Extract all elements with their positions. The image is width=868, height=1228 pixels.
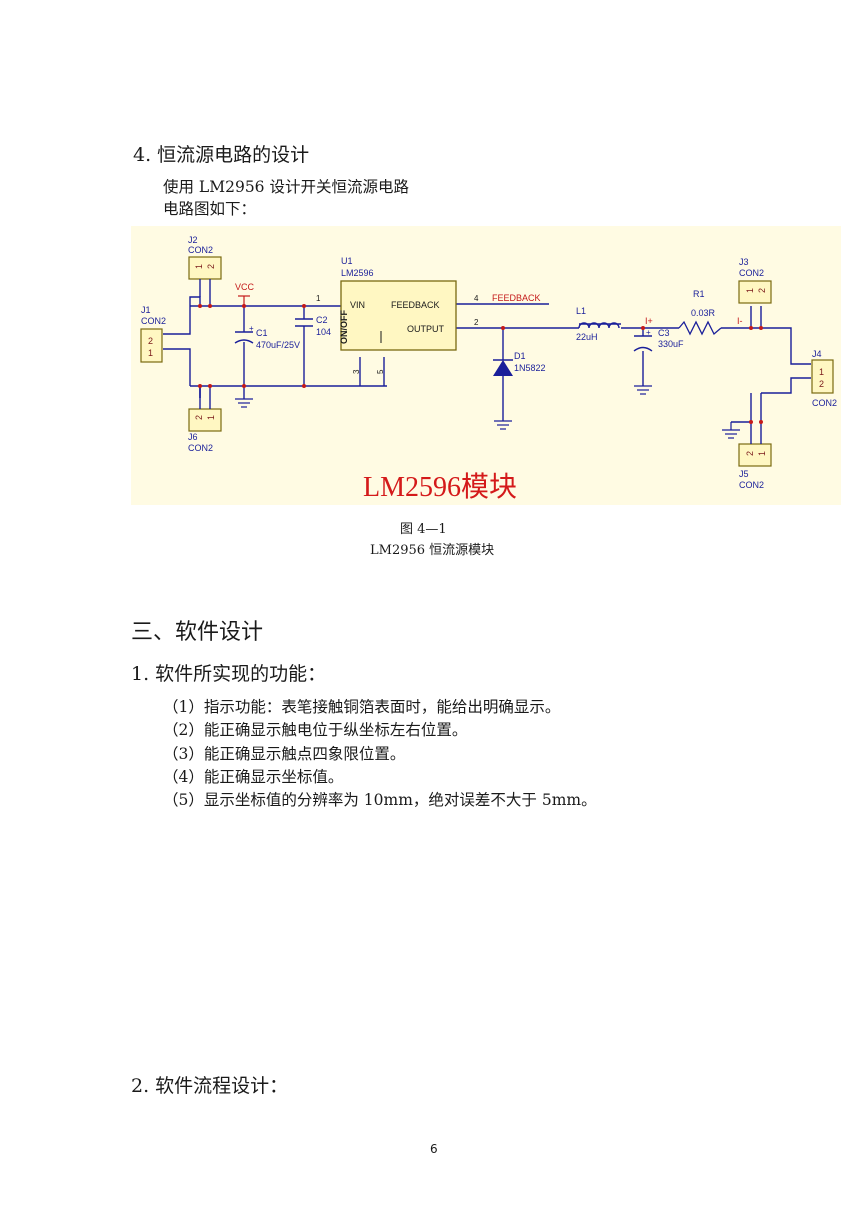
u1-onoff: ON/OFF — [339, 310, 349, 344]
u1-vin: VIN — [350, 300, 365, 310]
c3-ref: C3 — [658, 328, 670, 338]
l1-value: 22uH — [576, 332, 598, 342]
u1-type: LM2596 — [341, 268, 374, 278]
d1-value: 1N5822 — [514, 363, 546, 373]
j3-pin-2: 2 — [757, 288, 767, 293]
list-item: （3）能正确显示触点四象限位置。 — [163, 745, 406, 763]
j1-pin-1: 1 — [148, 348, 153, 358]
module-title: LM2596模块 — [363, 471, 517, 503]
j1-pin-2: 2 — [148, 336, 153, 346]
ground-c1 — [235, 398, 253, 408]
r1-ref: R1 — [693, 289, 705, 299]
d1-ref: D1 — [514, 351, 526, 361]
u1-pin-3: 3 — [352, 369, 361, 374]
u1-ref: U1 — [341, 256, 353, 266]
j2-pin-2: 2 — [206, 264, 216, 269]
junction-dots — [198, 304, 763, 424]
list-item: （4）能正确显示坐标值。 — [163, 768, 344, 786]
i-plus-label: I+ — [645, 316, 653, 326]
j3-pin-1: 1 — [745, 288, 755, 293]
list-item: （2）能正确显示触电位于纵坐标左右位置。 — [163, 721, 468, 739]
subsection-heading-2: 2. 软件流程设计： — [131, 1075, 289, 1097]
j6-pin-2: 2 — [194, 415, 204, 420]
j2-pin-1: 1 — [194, 264, 204, 269]
j1-type: CON2 — [141, 316, 166, 326]
c3-value: 330uF — [658, 339, 684, 349]
connector-j3: 1 2 — [738, 280, 772, 304]
u1-feedback: FEEDBACK — [391, 300, 440, 310]
i-minus-label: I- — [737, 316, 743, 326]
chapter-heading: 三、软件设计 — [131, 620, 264, 645]
capacitor-c2 — [295, 318, 313, 327]
capacitor-c1: + — [234, 324, 254, 344]
connector-j6: 2 1 — [188, 386, 222, 432]
j5-pin-1: 1 — [757, 451, 767, 456]
r1-value: 0.03R — [691, 308, 716, 318]
section-heading: 4. 恒流源电路的设计 — [133, 144, 310, 166]
c1-ref: C1 — [256, 328, 268, 338]
capacitor-c3: + — [633, 328, 653, 352]
u1-pin-4: 4 — [474, 294, 479, 303]
j4-ref: J4 — [812, 349, 822, 359]
resistor-r1 — [678, 320, 722, 336]
connector-j5: 2 1 — [738, 422, 772, 467]
j4-pin-2: 2 — [819, 379, 824, 389]
j5-pin-2: 2 — [745, 451, 755, 456]
page-number: 6 — [430, 1142, 438, 1156]
j3-ref: J3 — [739, 257, 749, 267]
list-item: （1）指示功能：表笔接触铜箔表面时，能给出明确显示。 — [163, 698, 561, 716]
c3-plus: + — [646, 328, 651, 337]
j4-type: CON2 — [812, 398, 837, 408]
connector-j4: 1 2 — [811, 359, 834, 394]
j6-ref: J6 — [188, 432, 198, 442]
ground-c3 — [634, 385, 652, 395]
ground-j5 — [722, 422, 740, 439]
j5-ref: J5 — [739, 469, 749, 479]
u1-pin-2: 2 — [474, 318, 479, 327]
feedback-net-label: FEEDBACK — [492, 293, 541, 303]
c2-value: 104 — [316, 327, 331, 337]
u1-pin-5: 5 — [376, 369, 385, 374]
diode-d1 — [493, 359, 513, 376]
inductor-l1 — [578, 322, 621, 329]
j6-type: CON2 — [188, 443, 213, 453]
intro-line-1: 使用 LM2956 设计开关恒流源电路 — [163, 178, 409, 196]
j2-type: CON2 — [188, 245, 213, 255]
u1-pin-1: 1 — [316, 294, 321, 303]
connector-j2: 1 2 — [188, 256, 222, 306]
j4-pin-1: 1 — [819, 367, 824, 377]
l1-ref: L1 — [576, 306, 586, 316]
c1-plus: + — [249, 324, 254, 333]
c1-value: 470uF/25V — [256, 340, 300, 350]
ic-u1: VIN FEEDBACK OUTPUT ON/OFF — [339, 280, 457, 351]
vcc-label: VCC — [235, 282, 255, 292]
circuit-schematic: 1 2 J2 CON2 2 1 J1 CON2 2 1 J6 CON2 1 2 … — [131, 226, 841, 505]
ground-symbols — [235, 385, 740, 439]
subsection-heading-1: 1. 软件所实现的功能： — [131, 663, 327, 685]
connector-j1: 2 1 — [140, 328, 163, 363]
figure-number: 图 4—1 — [400, 522, 447, 537]
j1-ref: J1 — [141, 305, 151, 315]
list-item: （5）显示坐标值的分辨率为 10mm，绝对误差不大于 5mm。 — [163, 791, 597, 809]
c2-ref: C2 — [316, 315, 328, 325]
j6-pin-1: 1 — [206, 415, 216, 420]
intro-line-2: 电路图如下： — [163, 200, 257, 218]
u1-output: OUTPUT — [407, 324, 445, 334]
j5-type: CON2 — [739, 480, 764, 490]
ground-d1 — [494, 420, 512, 430]
j3-type: CON2 — [739, 268, 764, 278]
figure-caption: LM2956 恒流源模块 — [370, 543, 495, 558]
j2-ref: J2 — [188, 235, 198, 245]
schematic-background — [131, 226, 841, 505]
